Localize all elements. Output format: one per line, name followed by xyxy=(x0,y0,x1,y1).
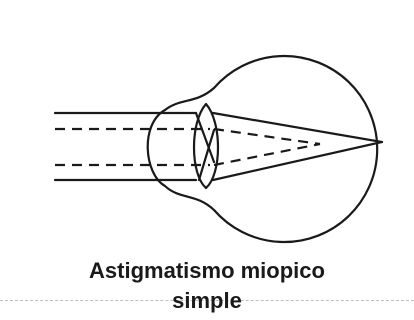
crystalline-lens xyxy=(192,102,220,190)
caption-line-1: Astigmatismo miopico xyxy=(89,258,325,283)
refracted-dashed-ray-top xyxy=(213,127,321,146)
lens-crossing-ray-b xyxy=(197,128,216,182)
refracted-ray-top xyxy=(211,111,384,144)
lens-crossing-ray-a xyxy=(194,111,216,164)
caption-line-2: simple xyxy=(172,288,242,313)
divider-line xyxy=(0,300,414,301)
refracted-ray-bottom xyxy=(211,140,384,182)
refracted-dashed-ray-bottom xyxy=(213,142,321,167)
eyeball-outline xyxy=(146,54,379,244)
